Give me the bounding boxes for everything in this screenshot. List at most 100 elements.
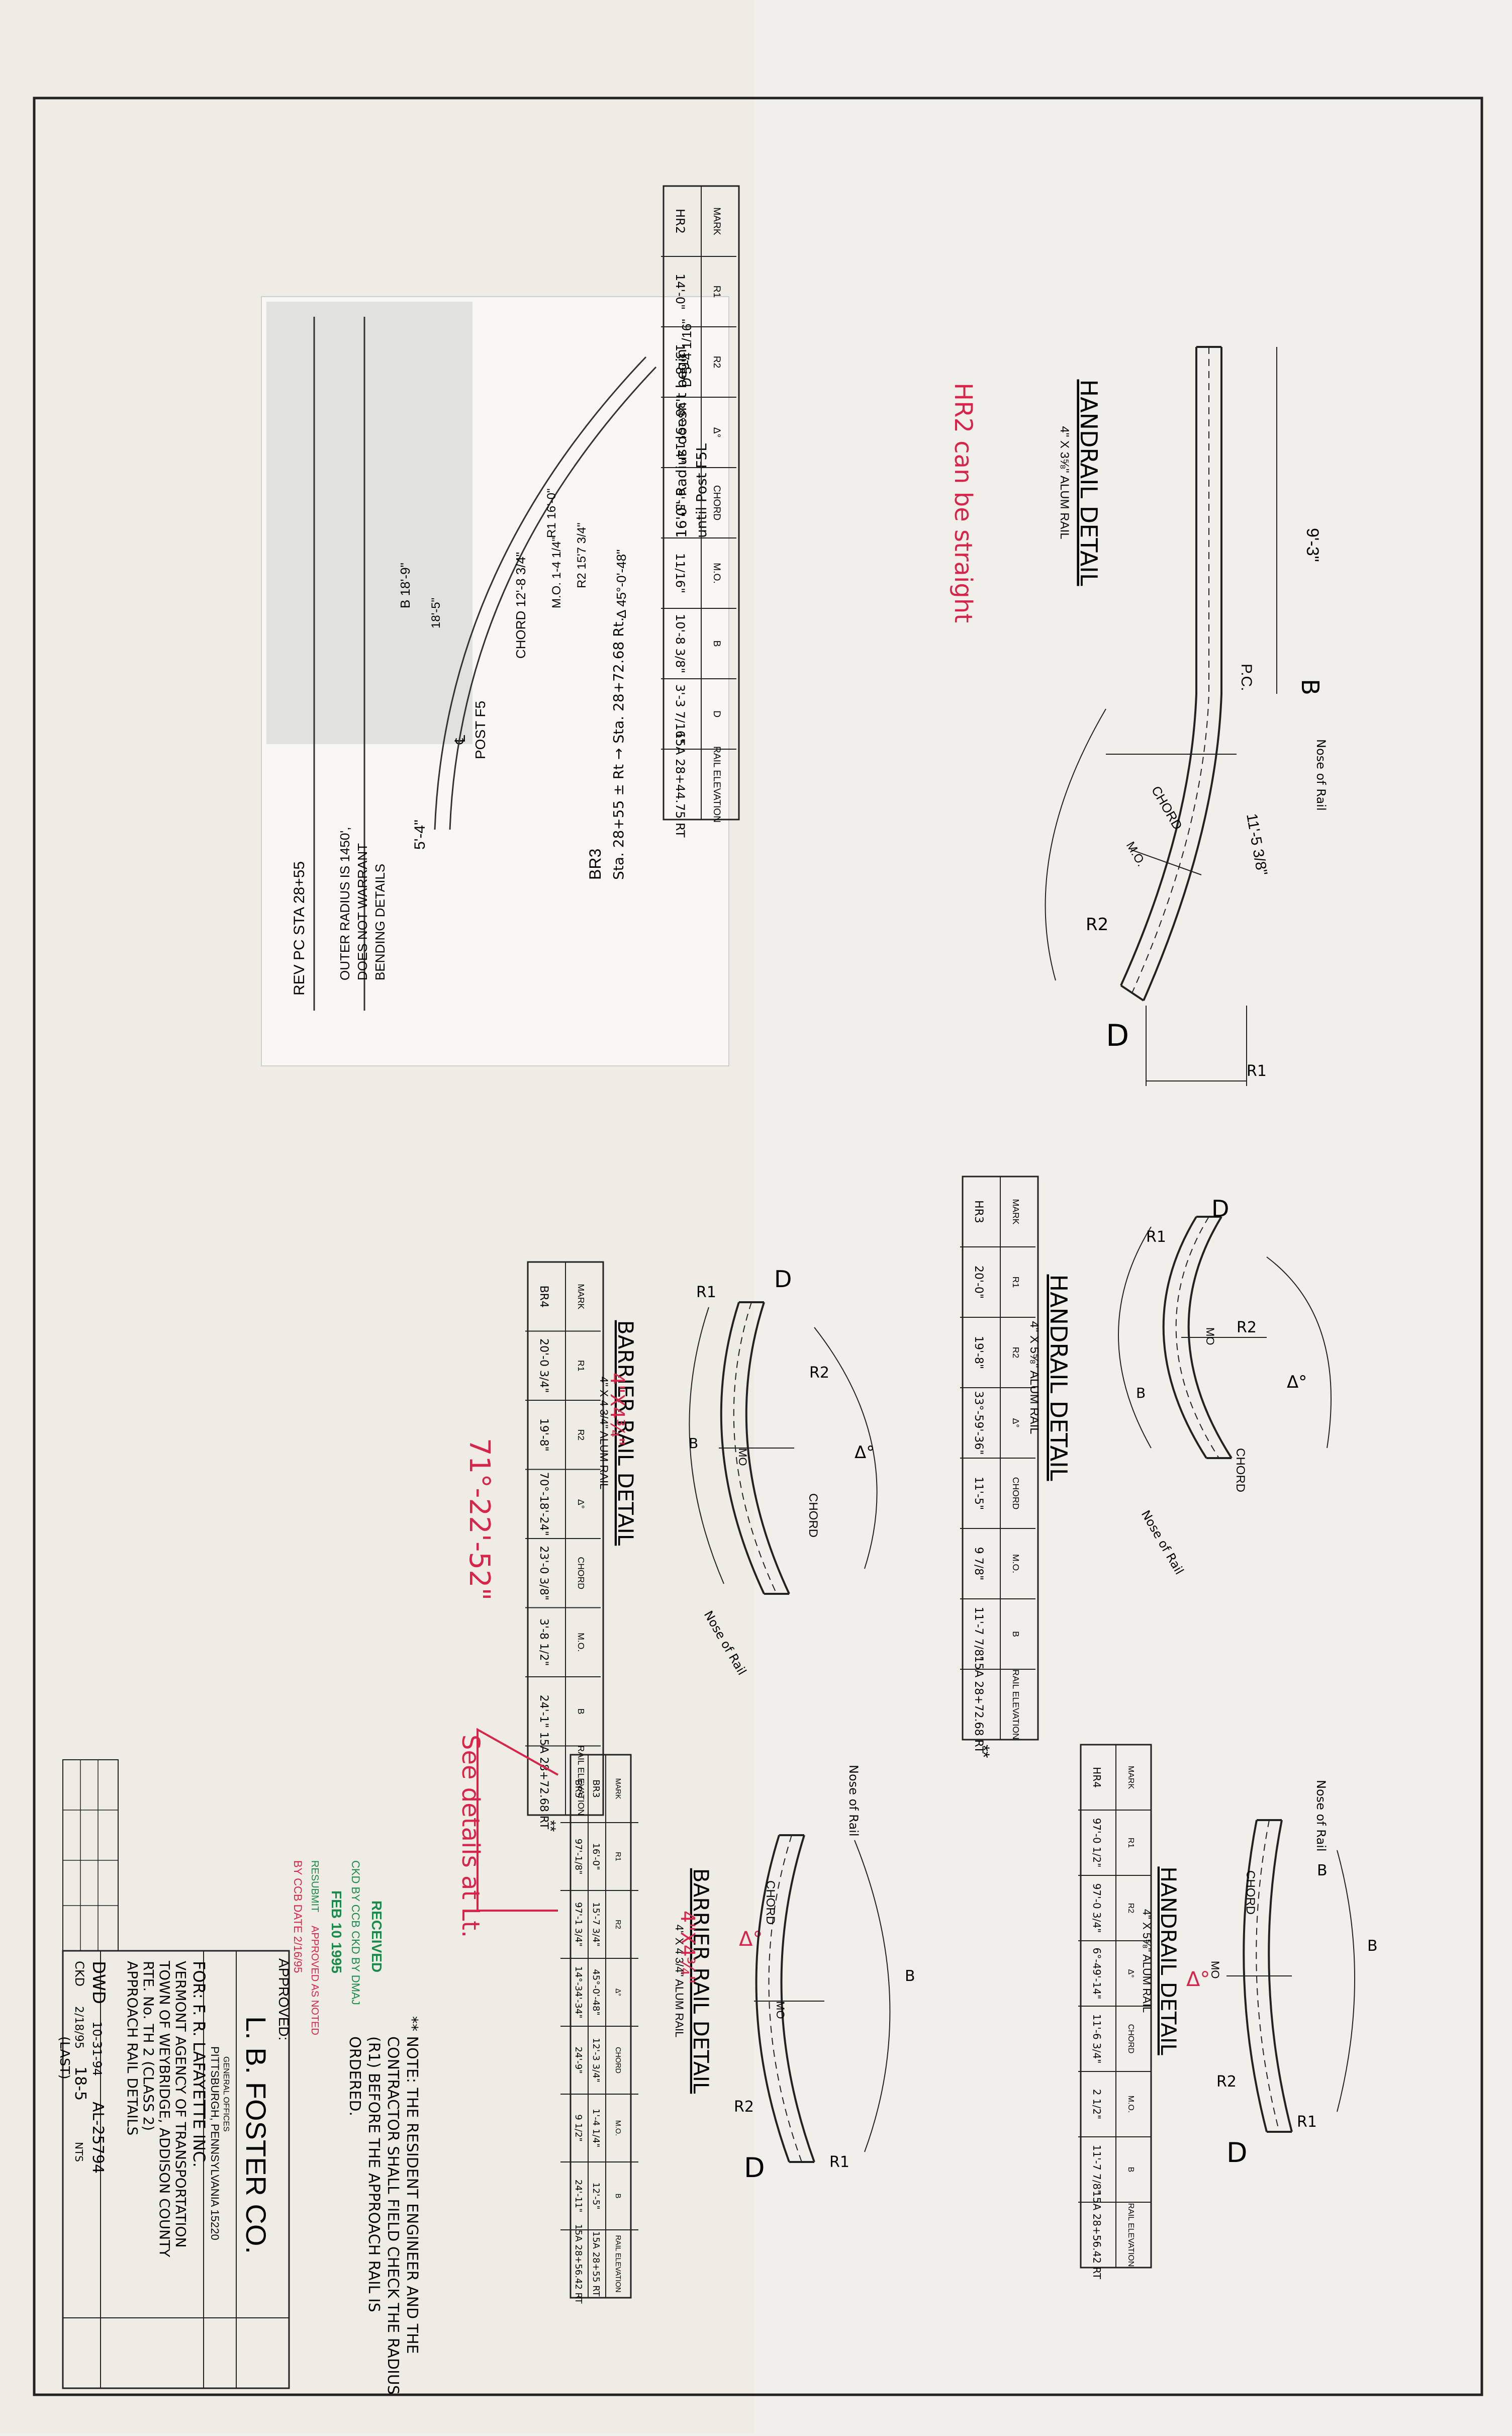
detail-1-title: HANDRAIL DETAIL <box>1075 380 1102 586</box>
outer-radius-note-2: DOES NOT WARRANT <box>355 843 370 980</box>
table-header-cell: Δ° <box>614 1989 622 1996</box>
table-cell: BR5 <box>573 1779 584 1797</box>
br4-red-angle: 71°-22'-52" <box>463 1438 496 1600</box>
table-header-cell: M.O. <box>1011 1554 1021 1573</box>
table-cell: 10'-8 3/8" <box>673 614 687 673</box>
table-cell: 33°-59'-36" <box>972 1391 985 1455</box>
table-header-cell: Δ° <box>1126 1969 1135 1977</box>
tb-route: RTE. No. TH 2 (CLASS 2) <box>140 1961 157 2131</box>
rev-br3: BR3 <box>586 849 604 880</box>
rev-rail-outer <box>434 356 647 830</box>
table-cell: 13'-8" <box>673 344 687 380</box>
table-cell: 2 1/2" <box>1091 2089 1103 2119</box>
rev-pc-note: REV PC STA 28+55 OUTER RADIUS IS 1450', … <box>261 296 729 1066</box>
br5-mo-label: MO <box>774 2001 787 2019</box>
table-header-cell: R2 <box>711 356 722 369</box>
tb-agency: VERMONT AGENCY OF TRANSPORTATION <box>172 1961 189 2247</box>
hr3-rail-inner <box>1187 1216 1233 1459</box>
tb-sheet: 18-5 <box>71 2066 89 2101</box>
hr3-arc-b <box>1118 1226 1152 1449</box>
table-header-cell: RAIL ELEVATION <box>614 2235 622 2292</box>
table-header-cell: MARK <box>1126 1766 1135 1789</box>
rev-r2: R2 15'7 3/4" <box>575 522 589 588</box>
rev-delta: Δ 45°-0'-48" <box>614 550 629 618</box>
table-cell: HR2 <box>673 209 687 234</box>
tb-drawn-by: DWD <box>88 1961 109 2004</box>
rev-pc-label: REV PC STA 28+55 <box>291 861 308 996</box>
br5-red-size: 4"X4¾" <box>677 1911 699 1984</box>
rev-b: B 18'-9" <box>398 563 413 608</box>
hr4-d-label: D <box>1226 2137 1248 2169</box>
table-cell: 15A 28+56.42 RT <box>573 2224 584 2304</box>
table-header-cell: CHORD <box>711 485 722 520</box>
detail-1-handrail: MARKHR2R114'-0"R213'-8"Δ°38°-5'-14"CHORD… <box>661 185 1328 1086</box>
br4-arc-b <box>689 1307 724 1584</box>
table-cell: BR3 <box>591 1779 601 1797</box>
table-cell: 6°-49'-14" <box>1091 1948 1103 2000</box>
table-cell: 24'-1" <box>537 1695 550 1728</box>
stamp-resubmit: RESUBMIT <box>309 1860 320 1912</box>
br4-chord-label: CHORD <box>806 1493 820 1538</box>
table-cell: 19'-8" <box>972 1336 985 1369</box>
table-cell: 97'-0 3/4" <box>1091 1883 1103 1933</box>
hr3-r2-label: R2 <box>1237 1319 1257 1336</box>
tb-last: (LAST) <box>57 2036 72 2080</box>
tb-title1: APPROACH RAIL DETAILS <box>124 1961 141 2135</box>
detail-2-subtitle: 4" X 5⅝" ALUM RAIL <box>1027 1321 1041 1434</box>
detail-5-subtitle: 4" X 4 3/4" ALUM RAIL <box>673 1925 686 2038</box>
table-header-cell: R1 <box>614 1852 622 1861</box>
note-line-2: CONTRACTOR SHALL FIELD CHECK THE RADIUS <box>384 2036 402 2395</box>
table-header-cell: CHORD <box>614 2047 622 2073</box>
table-header-cell: M.O. <box>576 1633 586 1652</box>
table-header-cell: Δ° <box>576 1499 586 1509</box>
tb-company-sub: GENERAL OFFICES <box>222 2056 230 2132</box>
table-cell: 15A 28+44.75 RT <box>673 731 687 838</box>
detail-1-subtitle: 4" X 3⅝" ALUM RAIL <box>1058 426 1071 539</box>
table-cell: 3'-8 1/2" <box>537 1618 550 1666</box>
hr2-len-label: 9'-3" <box>1303 528 1322 562</box>
hr2-table-columns: MARKHR2R114'-0"R213'-8"Δ°38°-5'-14"CHORD… <box>661 207 736 838</box>
br5-chord-label: CHORD <box>764 1880 777 1925</box>
tb-date: 10-31-94 <box>90 2021 104 2076</box>
table-cell: 11/16" <box>673 553 687 593</box>
note-line-3: (R1) BEFORE THE APPROACH RAIL IS <box>365 2036 383 2312</box>
red-see-details-callout: See details at Lt. <box>456 1728 558 1938</box>
br4-mo-label: MO <box>736 1448 749 1466</box>
stamp-date: FEB 10 1995 <box>329 1890 344 1973</box>
hr3-double-star: ** <box>974 1745 993 1758</box>
hr3-r1-label: R1 <box>1146 1228 1166 1246</box>
table-header-cell: B <box>576 1708 586 1715</box>
table-cell: 3'-3 7/16" <box>673 684 687 744</box>
table-header-cell: D <box>711 710 722 717</box>
tb-scale: NTS <box>73 2142 85 2162</box>
rev-r1: R1 16'-0" <box>545 489 558 538</box>
received-stamp: RECEIVED CKD BY CCB CKD BY DMAJ FEB 10 1… <box>292 1860 385 2035</box>
br5-b-label: B <box>905 1967 915 1985</box>
br4-rail-inner <box>745 1302 790 1594</box>
table-cell: 45°-0'-48" <box>591 1969 601 2015</box>
hr2-d-label: D <box>1106 1018 1129 1053</box>
hr3-d-mark: D <box>1211 1195 1229 1222</box>
br5-rail-outer <box>755 1835 790 2162</box>
hr2-r2-label: R2 <box>1086 915 1108 935</box>
hr3-rail-outer <box>1162 1216 1207 1459</box>
tb-city: PITTSBURGH, PENNSYLVANIA 15220 <box>209 2046 221 2240</box>
hr3-arc <box>1266 1256 1332 1449</box>
hr4-r1-label: R1 <box>1297 2113 1317 2131</box>
hr4-rail-center <box>1256 1820 1280 2132</box>
table-header-cell: B <box>1126 2167 1135 2173</box>
hr4-delta-label: Δ° <box>1186 1968 1210 1991</box>
hr4-r2-label: R2 <box>1216 2073 1237 2091</box>
revision-grid <box>62 1759 119 1951</box>
table-cell: 9 7/8" <box>972 1547 985 1581</box>
table-cell: 15A 28+55 RT <box>591 2231 601 2297</box>
hr3-chord-label: CHORD <box>1234 1448 1247 1492</box>
stamp-approved: APPROVED AS NOTED <box>309 1926 320 2035</box>
table-cell: 16'-0" <box>591 1843 601 1870</box>
table-cell: 19'-8" <box>537 1418 550 1452</box>
br4-b-label: B <box>689 1435 698 1452</box>
tb-for: FOR: F. R. LAFAYETTE INC. <box>190 1961 209 2168</box>
table-header-cell: RAIL ELEVATION <box>1126 2203 1135 2267</box>
